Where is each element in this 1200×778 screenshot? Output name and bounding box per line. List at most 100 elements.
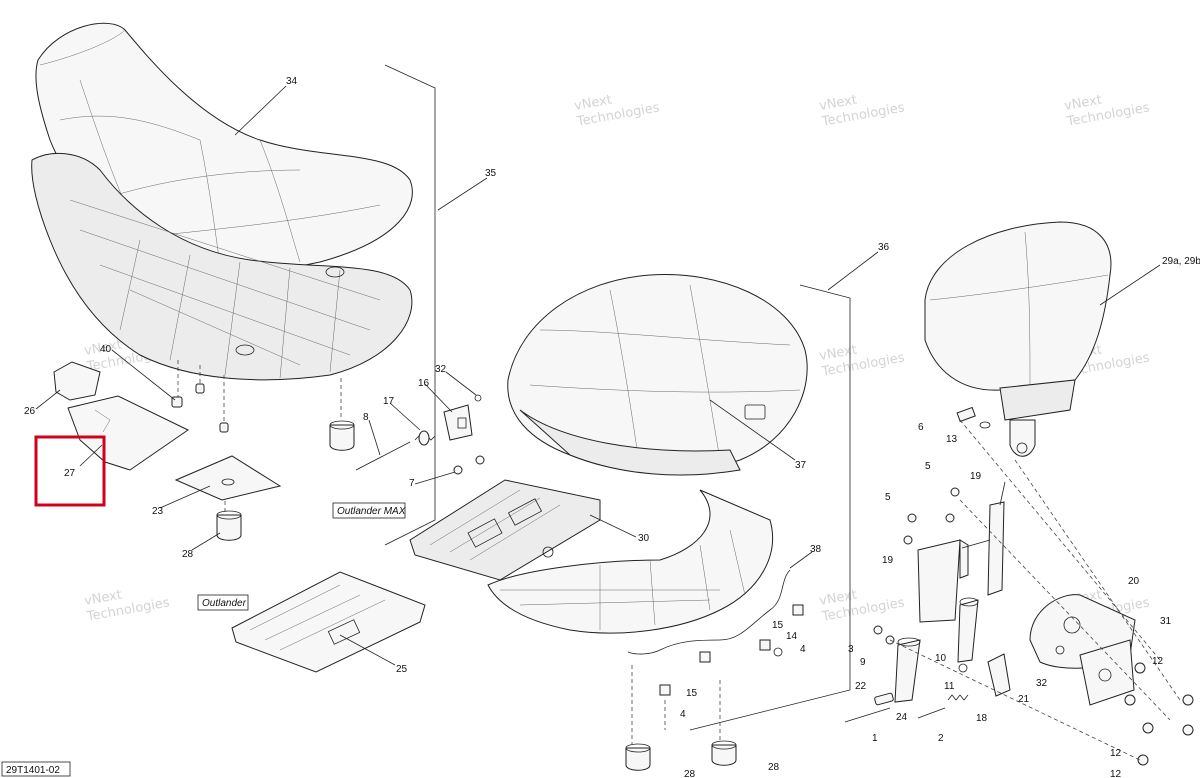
watermark-text: vNext bbox=[573, 93, 613, 114]
callout-4[interactable]: 4 bbox=[800, 644, 806, 655]
callout-9[interactable]: 9 bbox=[860, 657, 866, 668]
callout-14[interactable]: 14 bbox=[786, 631, 798, 642]
drawing-id: 29T1401-02 bbox=[6, 765, 60, 776]
tube-with-handle[interactable] bbox=[957, 597, 979, 663]
variant-label-text: Outlander MAX bbox=[337, 506, 406, 517]
bumper-28[interactable] bbox=[216, 510, 242, 541]
callout-29[interactable]: 29a, 29b bbox=[1162, 256, 1200, 267]
screw-3-9[interactable] bbox=[873, 625, 895, 645]
callout-40[interactable]: 40 bbox=[100, 344, 112, 355]
screw-7[interactable] bbox=[453, 455, 485, 475]
callout-7[interactable]: 7 bbox=[409, 478, 415, 489]
variant-label-outlander-max: Outlander MAX bbox=[332, 502, 406, 519]
callout-22[interactable]: 22 bbox=[855, 681, 867, 692]
callout-5[interactable]: 5 bbox=[925, 461, 931, 472]
callout-28[interactable]: 28 bbox=[182, 549, 194, 560]
bolt-2[interactable] bbox=[917, 707, 946, 719]
callout-12[interactable]: 12 bbox=[1152, 656, 1164, 667]
front-seat-base[interactable] bbox=[31, 152, 413, 381]
backrest-29[interactable] bbox=[924, 221, 1112, 457]
callout-28[interactable]: 28 bbox=[684, 769, 696, 778]
rear-seat-cushion-37[interactable] bbox=[507, 273, 808, 476]
bolt-8[interactable] bbox=[355, 441, 411, 471]
callout-10[interactable]: 10 bbox=[935, 653, 947, 664]
callout-21[interactable]: 21 bbox=[1018, 694, 1030, 705]
rear-seat-frame[interactable] bbox=[487, 489, 774, 634]
callout-31[interactable]: 31 bbox=[1160, 616, 1172, 627]
callout-1[interactable]: 1 bbox=[872, 733, 878, 744]
highlight-box-part-27 bbox=[34, 435, 106, 507]
bracket-31[interactable] bbox=[1079, 639, 1135, 706]
callout-32[interactable]: 32 bbox=[1036, 678, 1048, 689]
variant-label-text: Outlander bbox=[202, 598, 247, 609]
spring-18[interactable] bbox=[947, 694, 969, 701]
callout-13[interactable]: 13 bbox=[946, 434, 958, 445]
bolt-6[interactable] bbox=[956, 406, 976, 423]
pin-24[interactable] bbox=[874, 692, 894, 706]
callout-38[interactable]: 38 bbox=[810, 544, 822, 555]
callout-20[interactable]: 20 bbox=[1128, 576, 1140, 587]
callout-8[interactable]: 8 bbox=[363, 412, 369, 423]
screw-32[interactable] bbox=[474, 394, 482, 402]
leader-lines bbox=[35, 85, 1161, 666]
callout-35[interactable]: 35 bbox=[485, 168, 497, 179]
callout-26[interactable]: 26 bbox=[24, 406, 36, 417]
watermark-text: vNext bbox=[818, 93, 858, 114]
spring-17[interactable] bbox=[414, 430, 436, 446]
washer-13[interactable] bbox=[979, 421, 991, 429]
callout-15[interactable]: 15 bbox=[772, 620, 784, 631]
callout-17[interactable]: 17 bbox=[383, 396, 395, 407]
latch-21[interactable] bbox=[987, 653, 1011, 697]
bumper-28[interactable] bbox=[329, 420, 355, 451]
callout-18[interactable]: 18 bbox=[976, 713, 988, 724]
fastener-small[interactable] bbox=[195, 383, 205, 394]
storage-tray-25[interactable] bbox=[231, 571, 426, 673]
callout-6[interactable]: 6 bbox=[918, 422, 924, 433]
callout-27[interactable]: 27 bbox=[64, 468, 76, 479]
bumper-28[interactable] bbox=[711, 740, 737, 766]
callout-15[interactable]: 15 bbox=[686, 688, 698, 699]
callout-3[interactable]: 3 bbox=[848, 644, 854, 655]
callout-24[interactable]: 24 bbox=[896, 712, 908, 723]
callout-36[interactable]: 36 bbox=[878, 242, 890, 253]
clips-14-15[interactable] bbox=[659, 604, 804, 696]
assembly-guides-middle bbox=[631, 665, 721, 745]
bracket-19-right[interactable] bbox=[961, 501, 1005, 596]
rear-seat-tray-30[interactable] bbox=[409, 479, 601, 581]
cover-26[interactable] bbox=[53, 361, 101, 401]
callout-23[interactable]: 23 bbox=[152, 506, 164, 517]
cable-38[interactable] bbox=[627, 569, 791, 655]
watermark-text: vNext bbox=[1063, 93, 1103, 114]
drawing-id-box: 29T1401-02 bbox=[1, 761, 71, 777]
latch-16[interactable] bbox=[443, 404, 473, 441]
callout-19[interactable]: 19 bbox=[882, 555, 894, 566]
callout-5[interactable]: 5 bbox=[885, 492, 891, 503]
screws-5[interactable] bbox=[903, 487, 960, 545]
callout-25[interactable]: 25 bbox=[396, 664, 408, 675]
bracket-19-left[interactable] bbox=[917, 539, 969, 623]
spring-10[interactable] bbox=[958, 663, 968, 673]
callout-34[interactable]: 34 bbox=[286, 76, 298, 87]
callout-19[interactable]: 19 bbox=[970, 471, 982, 482]
callout-32[interactable]: 32 bbox=[435, 364, 447, 375]
bumper-28[interactable] bbox=[625, 743, 651, 771]
callout-16[interactable]: 16 bbox=[418, 378, 430, 389]
callout-37[interactable]: 37 bbox=[795, 460, 807, 471]
plate-23[interactable] bbox=[174, 455, 282, 501]
group-bracket-lines bbox=[384, 64, 851, 731]
variant-label-outlander: Outlander bbox=[197, 594, 249, 611]
callout-12[interactable]: 12 bbox=[1110, 748, 1122, 759]
callout-12[interactable]: 12 bbox=[1110, 769, 1122, 778]
callout-28[interactable]: 28 bbox=[768, 762, 780, 773]
bolt-1[interactable] bbox=[844, 707, 891, 723]
fastener-small[interactable] bbox=[219, 422, 229, 433]
assembly-guides-right bbox=[889, 419, 1181, 761]
callout-30[interactable]: 30 bbox=[638, 533, 650, 544]
pivot-tube-22[interactable] bbox=[894, 637, 921, 703]
bracket-27[interactable] bbox=[67, 395, 189, 471]
nuts-12[interactable] bbox=[1124, 662, 1194, 766]
callout-11[interactable]: 11 bbox=[944, 681, 955, 692]
callout-4[interactable]: 4 bbox=[680, 709, 686, 720]
callout-2[interactable]: 2 bbox=[938, 733, 944, 744]
